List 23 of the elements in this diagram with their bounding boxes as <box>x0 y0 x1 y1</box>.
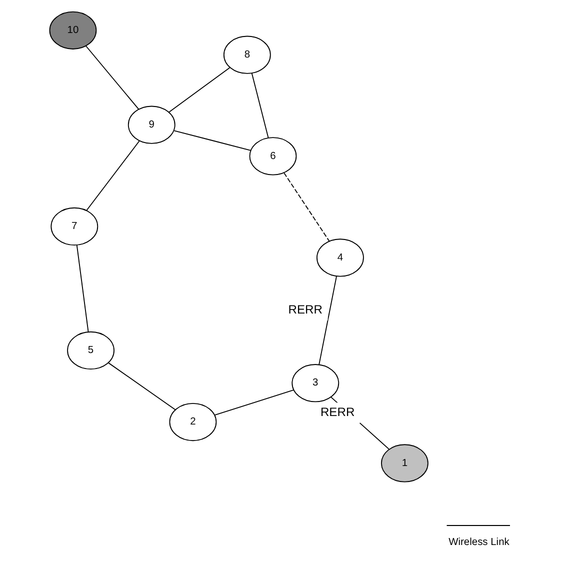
connector <box>86 140 140 211</box>
edge-label: RERR <box>288 302 322 316</box>
node-ellipse: 6 <box>248 137 296 176</box>
node-ellipse: 4 <box>316 238 364 277</box>
connector <box>214 390 294 416</box>
node-ellipse: 2 <box>168 402 216 442</box>
connector <box>168 67 230 113</box>
node-ellipse: 1 <box>380 444 428 482</box>
legend-label: Wireless Link <box>448 536 509 548</box>
connector <box>76 244 88 332</box>
node-ellipse: 5 <box>66 331 114 370</box>
connector <box>108 362 176 410</box>
node-ellipse: 10 <box>48 11 96 50</box>
connector <box>173 130 251 151</box>
edge-label: RERR <box>320 405 354 420</box>
node-ellipse: 8 <box>222 36 270 74</box>
node-ellipse: 3 <box>291 364 339 402</box>
connector <box>85 46 139 110</box>
connector <box>250 72 268 138</box>
node-ellipse: 9 <box>127 106 175 144</box>
connector <box>318 276 337 365</box>
node-ellipse: 7 <box>50 207 98 246</box>
connector <box>283 172 330 242</box>
